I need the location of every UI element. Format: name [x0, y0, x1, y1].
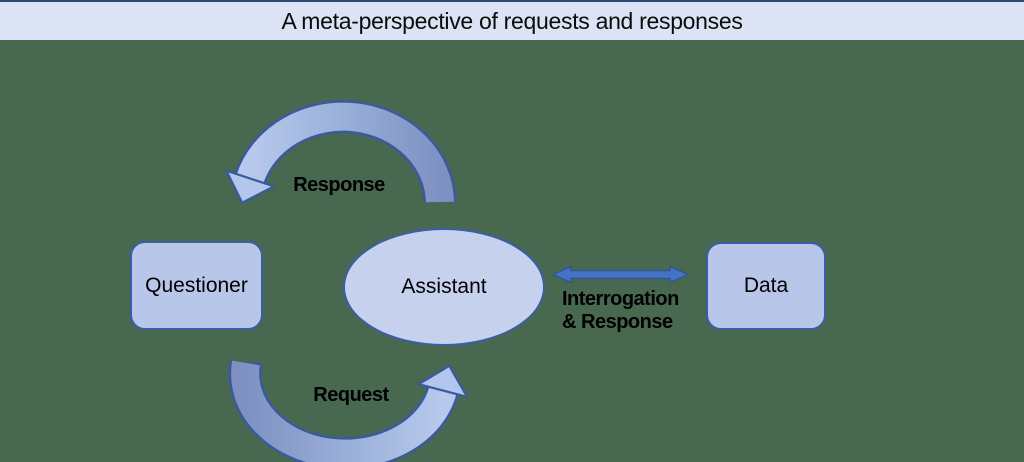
title-bar: A meta-perspective of requests and respo… — [0, 0, 1024, 40]
request-edge-label: Request — [313, 384, 389, 406]
node-data: Data — [706, 242, 826, 330]
response-edge-label: Response — [293, 174, 385, 196]
interrogation-response-edge-label: Interrogation & Response — [562, 288, 679, 333]
interrogation-double-arrow — [552, 265, 689, 284]
questioner-label: Questioner — [145, 273, 248, 297]
node-assistant: Assistant — [343, 228, 545, 346]
data-label: Data — [743, 274, 789, 297]
response-arrow — [225, 100, 457, 204]
diagram-title: A meta-perspective of requests and respo… — [281, 7, 743, 34]
node-questioner: Questioner — [130, 241, 263, 330]
request-arrow — [228, 360, 469, 462]
assistant-label: Assistant — [401, 275, 487, 298]
